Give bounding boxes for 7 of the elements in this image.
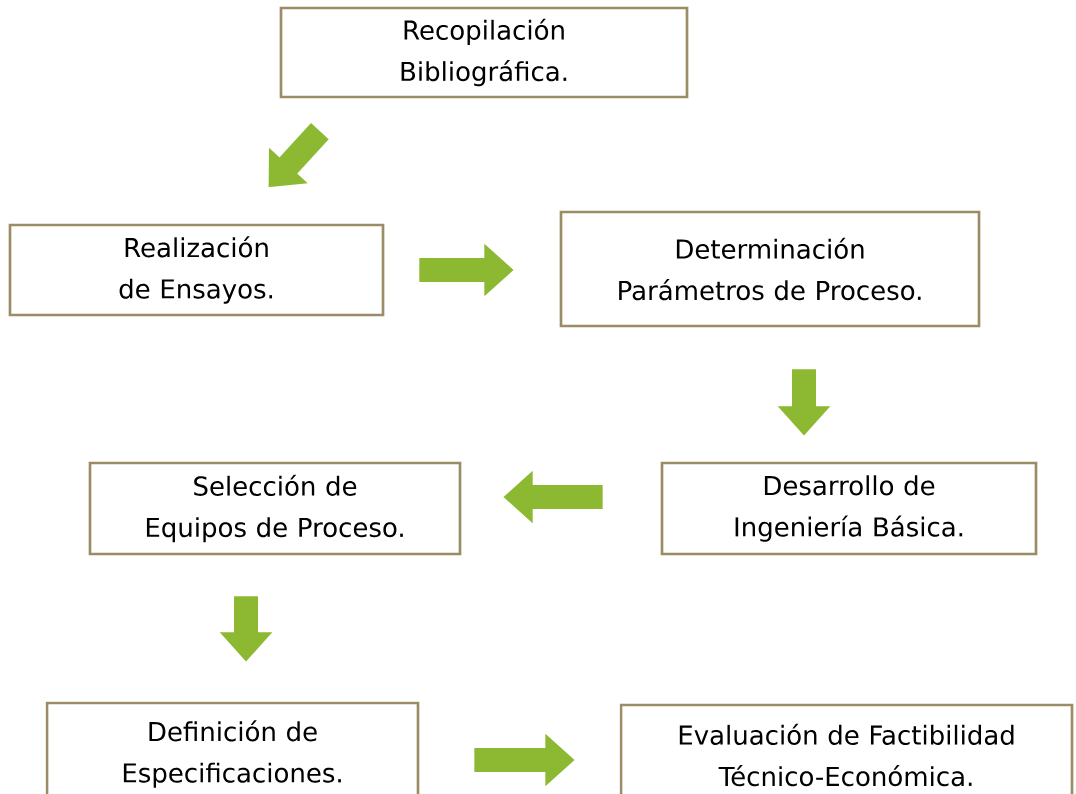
process-box: Definición de Especificaciones. [45,701,420,794]
process-box: Evaluación de Factibilidad Técnico-Económica. [619,703,1074,794]
process-box: Selección de Equipos de Proceso. [88,461,462,556]
process-box: Recopilación Bibliográfica. [279,6,689,99]
process-box: Determinación Parámetros de Proceso. [559,210,981,328]
process-box: Realización de Ensayos. [8,223,385,317]
process-box: Desarrollo de Ingeniería Básica. [660,461,1038,556]
